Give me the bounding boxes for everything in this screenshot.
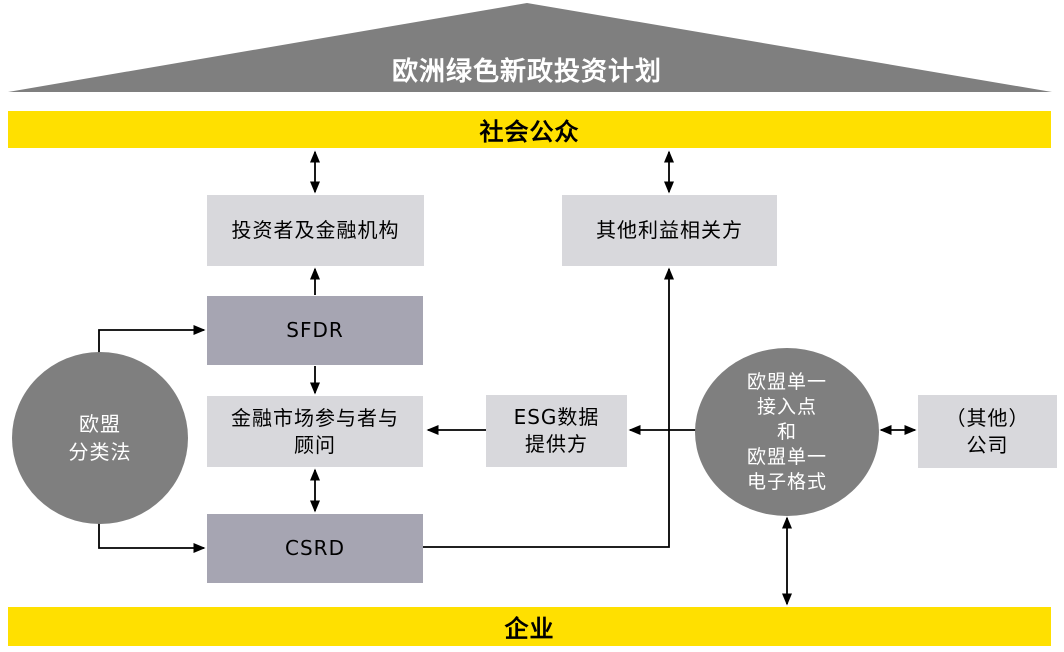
esap-label-line2: 接入点	[756, 395, 817, 418]
stakeholders-label: 其他利益相关方	[596, 218, 743, 242]
public-bar-label: 社会公众	[479, 118, 580, 146]
esg-data-provider-box: ESG数据 提供方	[486, 395, 627, 467]
sfdr-box: SFDR	[207, 296, 423, 365]
public-bar: 社会公众	[8, 111, 1051, 148]
arrow-taxonomy-csrd	[98, 523, 206, 553]
csrd-label: CSRD	[285, 536, 345, 560]
eu-taxonomy-circle: 欧盟 分类法	[12, 352, 188, 524]
other-company-label-line2: 公司	[966, 432, 1009, 457]
business-bar: 企业	[8, 607, 1051, 646]
esg-label-line2: 提供方	[525, 432, 588, 456]
csrd-box: CSRD	[207, 514, 423, 583]
esap-label-line3: 和	[776, 420, 797, 443]
esap-label-line5: 电子格式	[746, 470, 827, 493]
sfdr-label: SFDR	[286, 318, 344, 342]
financial-market-participants-box: 金融市场参与者与 顾问	[207, 396, 423, 467]
arrow-taxonomy-sfdr	[98, 325, 206, 353]
fmp-label-line2: 顾问	[294, 432, 336, 457]
business-bar-label: 企业	[504, 615, 555, 643]
investors-label: 投资者及金融机构	[231, 218, 400, 242]
eu-taxonomy-label-line2: 分类法	[68, 440, 132, 464]
eu-taxonomy-label-line1: 欧盟	[79, 412, 121, 436]
esg-label-line1: ESG数据	[513, 405, 600, 429]
arrow-csrd-stakeholders	[423, 267, 674, 548]
other-company-label-line1: （其他）	[945, 405, 1030, 430]
roof-triangle	[8, 3, 1052, 92]
fmp-label-line1: 金融市场参与者与	[231, 405, 399, 430]
diagram-title: 欧洲绿色新政投资计划	[391, 57, 662, 87]
investors-box: 投资者及金融机构	[207, 195, 424, 266]
esap-label-line1: 欧盟单一	[746, 370, 827, 393]
other-company-box: （其他） 公司	[918, 395, 1057, 468]
esap-esef-circle: 欧盟单一 接入点 和 欧盟单一 电子格式	[695, 348, 879, 516]
stakeholders-box: 其他利益相关方	[562, 195, 777, 266]
esap-label-line4: 欧盟单一	[746, 445, 827, 468]
